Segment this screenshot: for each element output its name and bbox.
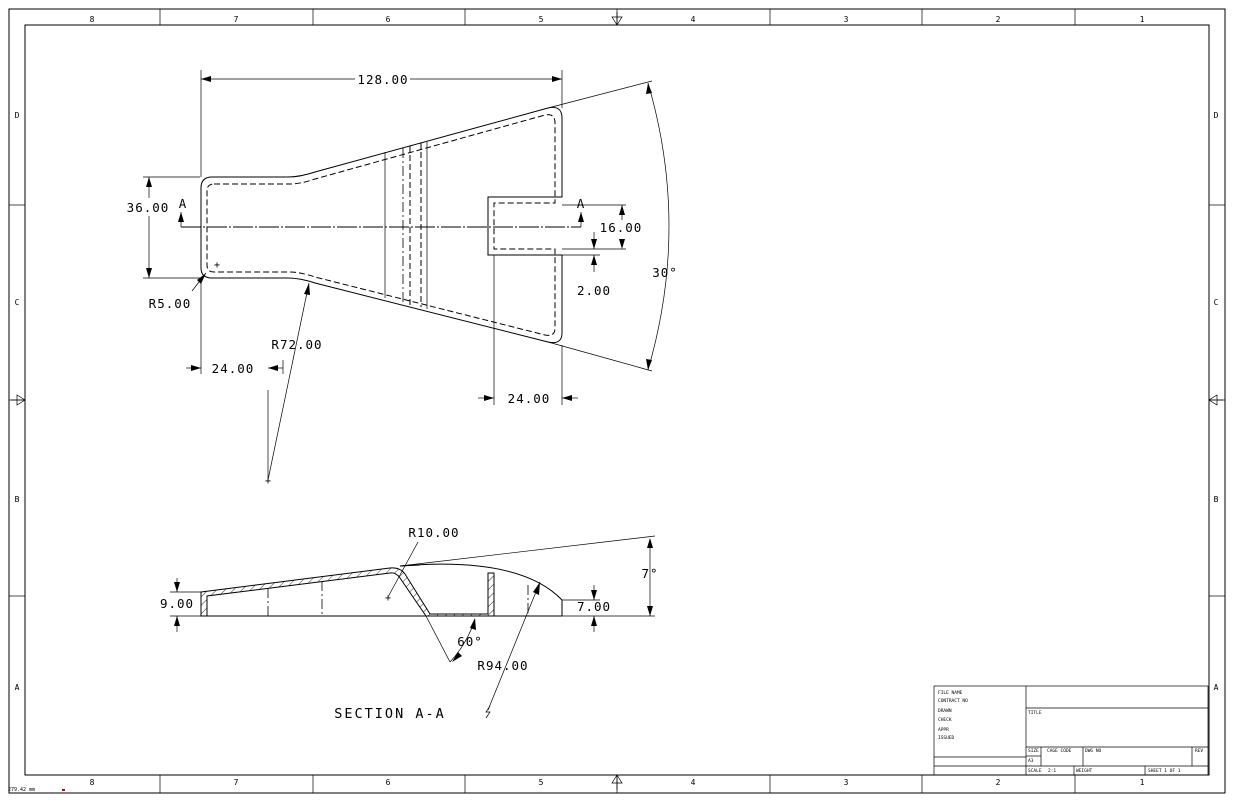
field-size-value: A3 <box>1028 758 1034 764</box>
dim-wall: 2.00 <box>577 283 611 298</box>
zone-row-b-right: B <box>1214 495 1219 504</box>
zone-col-5-bottom: 5 <box>539 778 544 787</box>
field-file-name: FILE NAME <box>938 690 963 696</box>
dim-fillet-radius: R10.00 <box>408 525 459 540</box>
dim-slope-angle: 7° <box>641 566 658 581</box>
field-rev: REV <box>1195 748 1203 754</box>
zone-row-b: B <box>15 495 20 504</box>
center-cross-icon: + <box>214 260 220 271</box>
dim-taper-radius: R72.00 <box>271 337 322 352</box>
field-drawn: DRAWN <box>938 708 952 714</box>
zone-row-c: C <box>15 298 20 307</box>
section-view: 9.00 7.00 7° + R10.00 60° R94.00 SECTION… <box>160 525 658 722</box>
zone-col-2: 2 <box>996 15 1001 24</box>
field-check: CHECK <box>938 717 952 723</box>
field-dwg-no: DWG NO <box>1085 748 1102 754</box>
zone-col-4: 4 <box>691 15 696 24</box>
title-block: FILE NAME CONTRACT NO DRAWN CHECK APPR I… <box>933 685 1209 776</box>
zone-col-1-bottom: 1 <box>1140 778 1145 787</box>
dim-chamfer-angle: 60° <box>457 634 483 649</box>
zone-row-c-right: C <box>1214 298 1219 307</box>
zone-row-a: A <box>15 683 20 692</box>
dim-flare-angle: 30° <box>652 265 678 280</box>
zone-col-3: 3 <box>844 15 849 24</box>
zone-col-7-bottom: 7 <box>234 778 239 787</box>
dim-slot-depth: 24.00 <box>508 391 551 406</box>
center-mark-icon <box>11 12 1223 790</box>
dim-arc-radius: R94.00 <box>477 658 528 673</box>
section-marker-left: A <box>179 196 188 211</box>
field-cage-code: CAGE CODE <box>1047 748 1072 754</box>
scale-readout: 279.42 mm <box>8 787 35 793</box>
field-appr: APPR <box>938 727 949 733</box>
radius-center-icon: + <box>265 476 271 487</box>
zone-col-7: 7 <box>234 15 239 24</box>
zone-col-1: 1 <box>1140 15 1145 24</box>
zone-row-d: D <box>15 111 20 120</box>
dim-left-offset: 24.00 <box>212 361 255 376</box>
dim-slot-width: 16.00 <box>600 220 643 235</box>
zone-col-6-bottom: 6 <box>386 778 391 787</box>
zone-row-d-right: D <box>1214 111 1219 120</box>
status-marker <box>62 789 65 791</box>
section-marker-right: A <box>577 196 586 211</box>
fillet-center-icon: + <box>385 593 391 604</box>
zone-col-6: 6 <box>386 15 391 24</box>
zone-col-3-bottom: 3 <box>844 778 849 787</box>
dim-section-right-height: 7.00 <box>577 599 611 614</box>
section-title: SECTION A-A <box>334 706 445 722</box>
dim-overall-length: 128.00 <box>357 72 408 87</box>
field-weight: WEIGHT <box>1076 768 1093 774</box>
field-title: TITLE <box>1028 710 1042 716</box>
dim-left-height: 36.00 <box>127 200 170 215</box>
dim-corner-radius: R5.00 <box>149 296 192 311</box>
field-sheet: SHEET 1 OF 1 <box>1148 768 1181 774</box>
zone-row-a-right: A <box>1214 683 1219 692</box>
zone-col-5: 5 <box>539 15 544 24</box>
field-scale-value: 2:1 <box>1048 768 1056 774</box>
plan-view: A A + 128.00 36.00 16.00 2.00 <box>127 70 678 487</box>
field-issued: ISSUED <box>938 735 955 741</box>
zone-labels: 8 7 6 5 4 3 2 1 8 7 6 5 4 3 2 1 D C B A … <box>15 15 1219 787</box>
zone-col-2-bottom: 2 <box>996 778 1001 787</box>
sheet-border <box>8 8 1226 794</box>
zone-col-8-bottom: 8 <box>90 778 95 787</box>
field-scale: SCALE <box>1028 768 1042 774</box>
field-size: SIZE <box>1028 748 1039 754</box>
zone-col-4-bottom: 4 <box>691 778 696 787</box>
zone-col-8: 8 <box>90 15 95 24</box>
dim-section-left-height: 9.00 <box>160 596 194 611</box>
field-contract-no: CONTRACT NO <box>938 698 968 704</box>
